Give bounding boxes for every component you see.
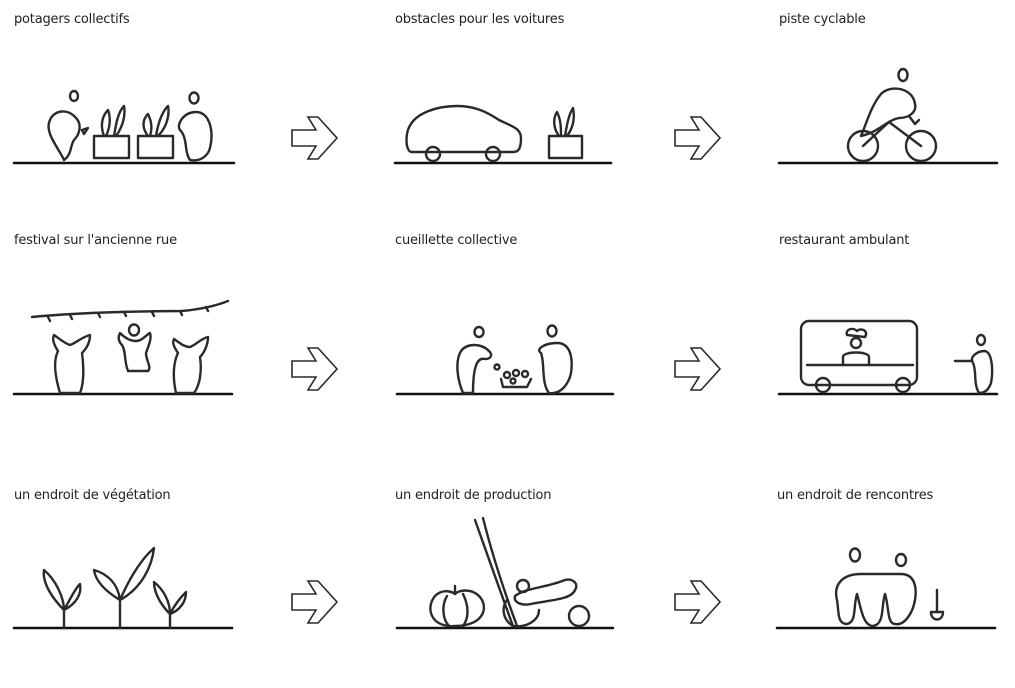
panel-potagers-collectifs: potagers collectifs: [12, 12, 254, 212]
panel-obstacles-voitures: obstacles pour les voitures: [393, 12, 635, 212]
food-truck-icon: [777, 319, 999, 396]
harvest-icon: [395, 324, 615, 396]
panel-festival: festival sur l'ancienne rue: [12, 233, 254, 433]
panel-piste-cyclable: piste cyclable: [777, 12, 1015, 212]
panel-vegetation: un endroit de végétation: [12, 488, 254, 688]
panel-label: potagers collectifs: [14, 12, 130, 27]
right-arrow-icon: [290, 344, 342, 394]
panel-label: festival sur l'ancienne rue: [14, 233, 177, 248]
panel-restaurant-ambulant: restaurant ambulant: [777, 233, 1015, 433]
community-garden-icon: [12, 89, 236, 165]
panel-rencontres: un endroit de rencontres: [775, 488, 1015, 688]
panel-label: restaurant ambulant: [779, 233, 910, 248]
right-arrow-icon: [290, 577, 342, 627]
meeting-icon: [775, 547, 997, 630]
panel-cueillette: cueillette collective: [395, 233, 635, 433]
festival-icon: [12, 299, 234, 396]
car-planter-icon: [393, 104, 613, 165]
panel-label: un endroit de rencontres: [777, 488, 934, 503]
panel-label: obstacles pour les voitures: [395, 12, 565, 27]
panel-label: un endroit de végétation: [14, 488, 171, 503]
right-arrow-icon: [290, 113, 342, 163]
panel-label: cueillette collective: [395, 233, 518, 248]
panel-label: piste cyclable: [779, 12, 866, 27]
right-arrow-icon: [673, 577, 725, 627]
right-arrow-icon: [673, 344, 725, 394]
cyclist-icon: [777, 67, 999, 165]
right-arrow-icon: [673, 113, 725, 163]
panel-production: un endroit de production: [395, 488, 635, 688]
sprouts-icon: [12, 546, 234, 630]
panel-label: un endroit de production: [395, 488, 552, 503]
produce-icon: [395, 516, 615, 630]
